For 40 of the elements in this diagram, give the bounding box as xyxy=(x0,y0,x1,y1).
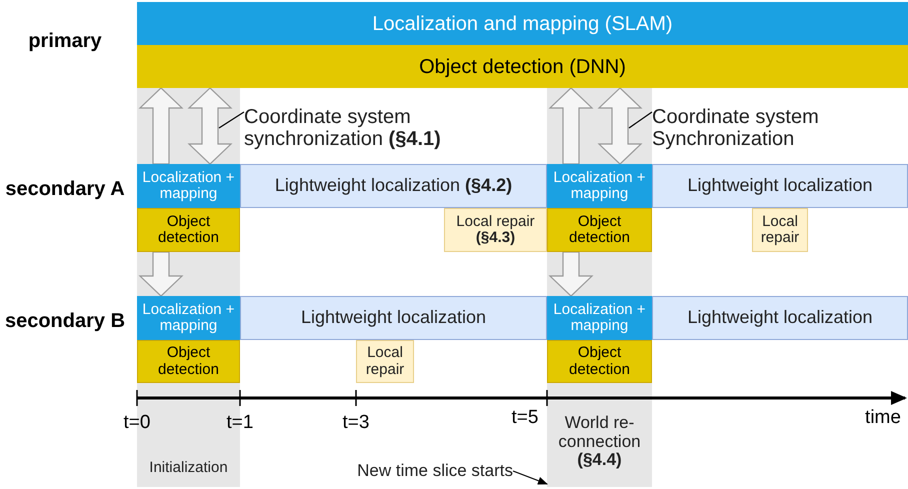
task-box: Localization + mapping xyxy=(137,164,240,208)
tick-label: t=3 xyxy=(342,412,370,434)
task-bar: Lightweight localization (§4.2) xyxy=(240,164,547,208)
task-bar: Lightweight localization xyxy=(652,164,908,208)
annotation-text: Coordinate system Synchronization xyxy=(652,98,882,158)
tick-label: t=0 xyxy=(122,412,152,434)
leader-line xyxy=(218,112,244,128)
process-bar: Localization and mapping (SLAM) xyxy=(137,2,908,45)
task-box: Object detection xyxy=(137,340,240,383)
row-label: secondary B xyxy=(4,310,126,333)
tick-label: t=1 xyxy=(226,412,254,434)
task-bar: Lightweight localization xyxy=(240,296,547,340)
block-arrow xyxy=(598,87,642,165)
process-bar: Object detection (DNN) xyxy=(137,45,908,88)
task-box: Localization + mapping xyxy=(137,296,240,340)
task-bar: Lightweight localization xyxy=(652,296,908,340)
phase-label: World re-connection (§4.4) xyxy=(557,414,642,470)
row-label: primary xyxy=(27,30,103,53)
row-label: secondary A xyxy=(4,178,126,201)
task-box: Object detection xyxy=(137,208,240,252)
phase-band xyxy=(547,88,652,487)
annotation-text: New time slice starts xyxy=(297,458,513,484)
task-box: Object detection xyxy=(547,340,652,383)
task-box: Local repair xyxy=(356,340,414,383)
task-box: Object detection xyxy=(547,208,652,252)
phase-label: Initialization xyxy=(148,460,229,476)
block-arrow xyxy=(548,87,594,165)
axis-label: time xyxy=(864,407,902,429)
task-box: Local repair (§4.3) xyxy=(444,208,547,252)
block-arrow xyxy=(188,87,232,165)
block-arrow xyxy=(138,87,184,165)
block-arrow xyxy=(138,251,184,297)
task-box: Localization + mapping xyxy=(547,296,652,340)
block-arrow xyxy=(548,251,594,297)
tick-label: t=5 xyxy=(510,407,540,429)
arrow xyxy=(512,470,548,485)
task-box: Localization + mapping xyxy=(547,164,652,208)
leader-line xyxy=(628,112,652,128)
annotation-text: Coordinate system synchronization (§4.1) xyxy=(244,98,494,158)
task-box: Local repair xyxy=(752,208,808,252)
